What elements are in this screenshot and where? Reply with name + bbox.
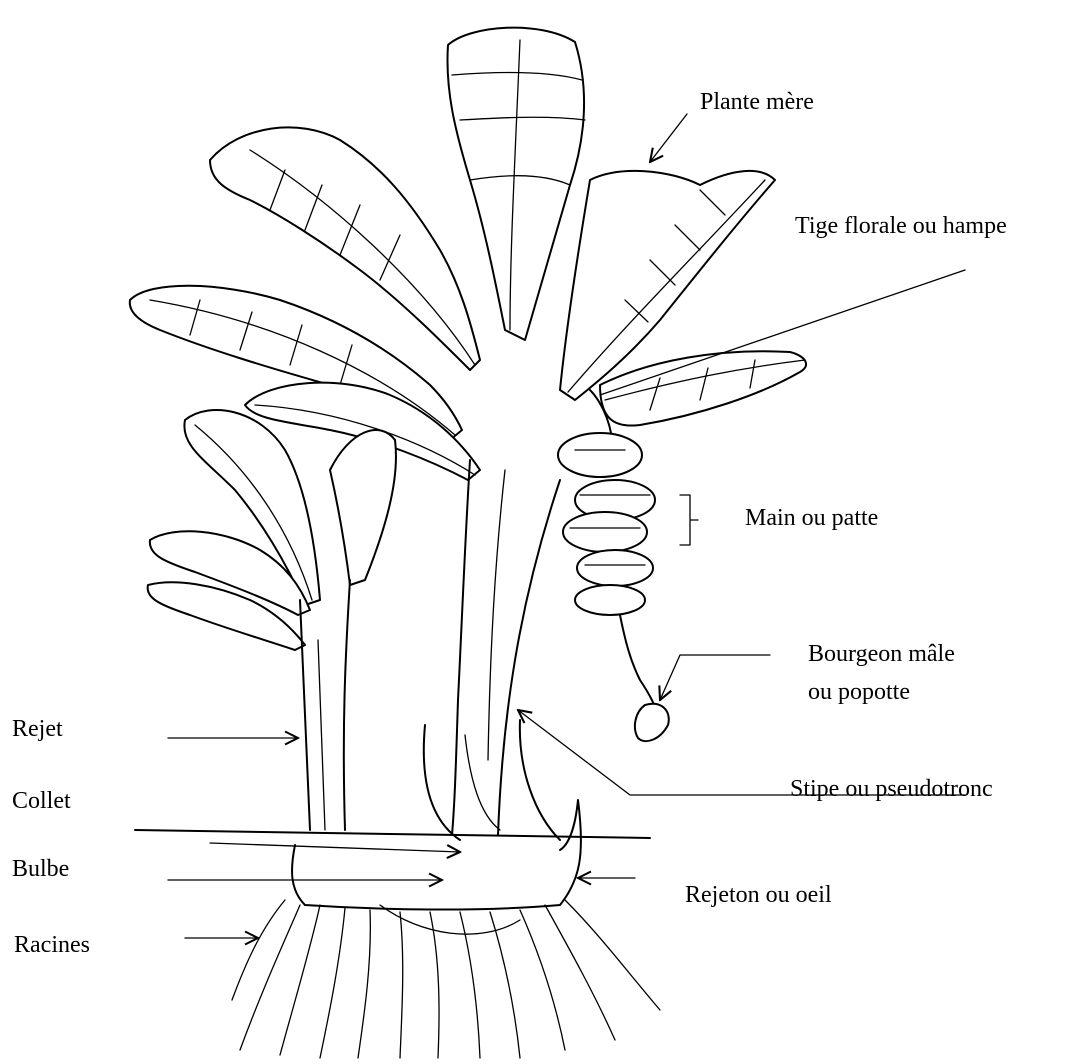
corm	[135, 800, 650, 934]
pseudostem	[424, 460, 560, 840]
label-collet: Collet	[12, 787, 71, 815]
arrow-bourgeon	[660, 655, 770, 700]
label-bourgeon-line2: ou popotte	[808, 678, 910, 706]
label-bulbe: Bulbe	[12, 855, 69, 883]
sucker-plant	[148, 410, 396, 830]
label-tige-florale: Tige florale ou hampe	[795, 212, 1007, 240]
arrow-plante-mere	[650, 114, 687, 162]
label-rejeton: Rejeton ou oeil	[685, 881, 832, 909]
label-stipe: Stipe ou pseudotronc	[790, 775, 993, 803]
arrow-collet	[210, 843, 460, 852]
bracket-main	[680, 495, 698, 545]
label-rejet: Rejet	[12, 715, 63, 743]
label-racines: Racines	[14, 931, 90, 959]
bunch	[558, 390, 669, 741]
label-main: Main ou patte	[745, 504, 878, 532]
label-bourgeon-line1: Bourgeon mâle	[808, 640, 955, 668]
label-plante-mere: Plante mère	[700, 88, 814, 116]
roots	[232, 900, 660, 1058]
